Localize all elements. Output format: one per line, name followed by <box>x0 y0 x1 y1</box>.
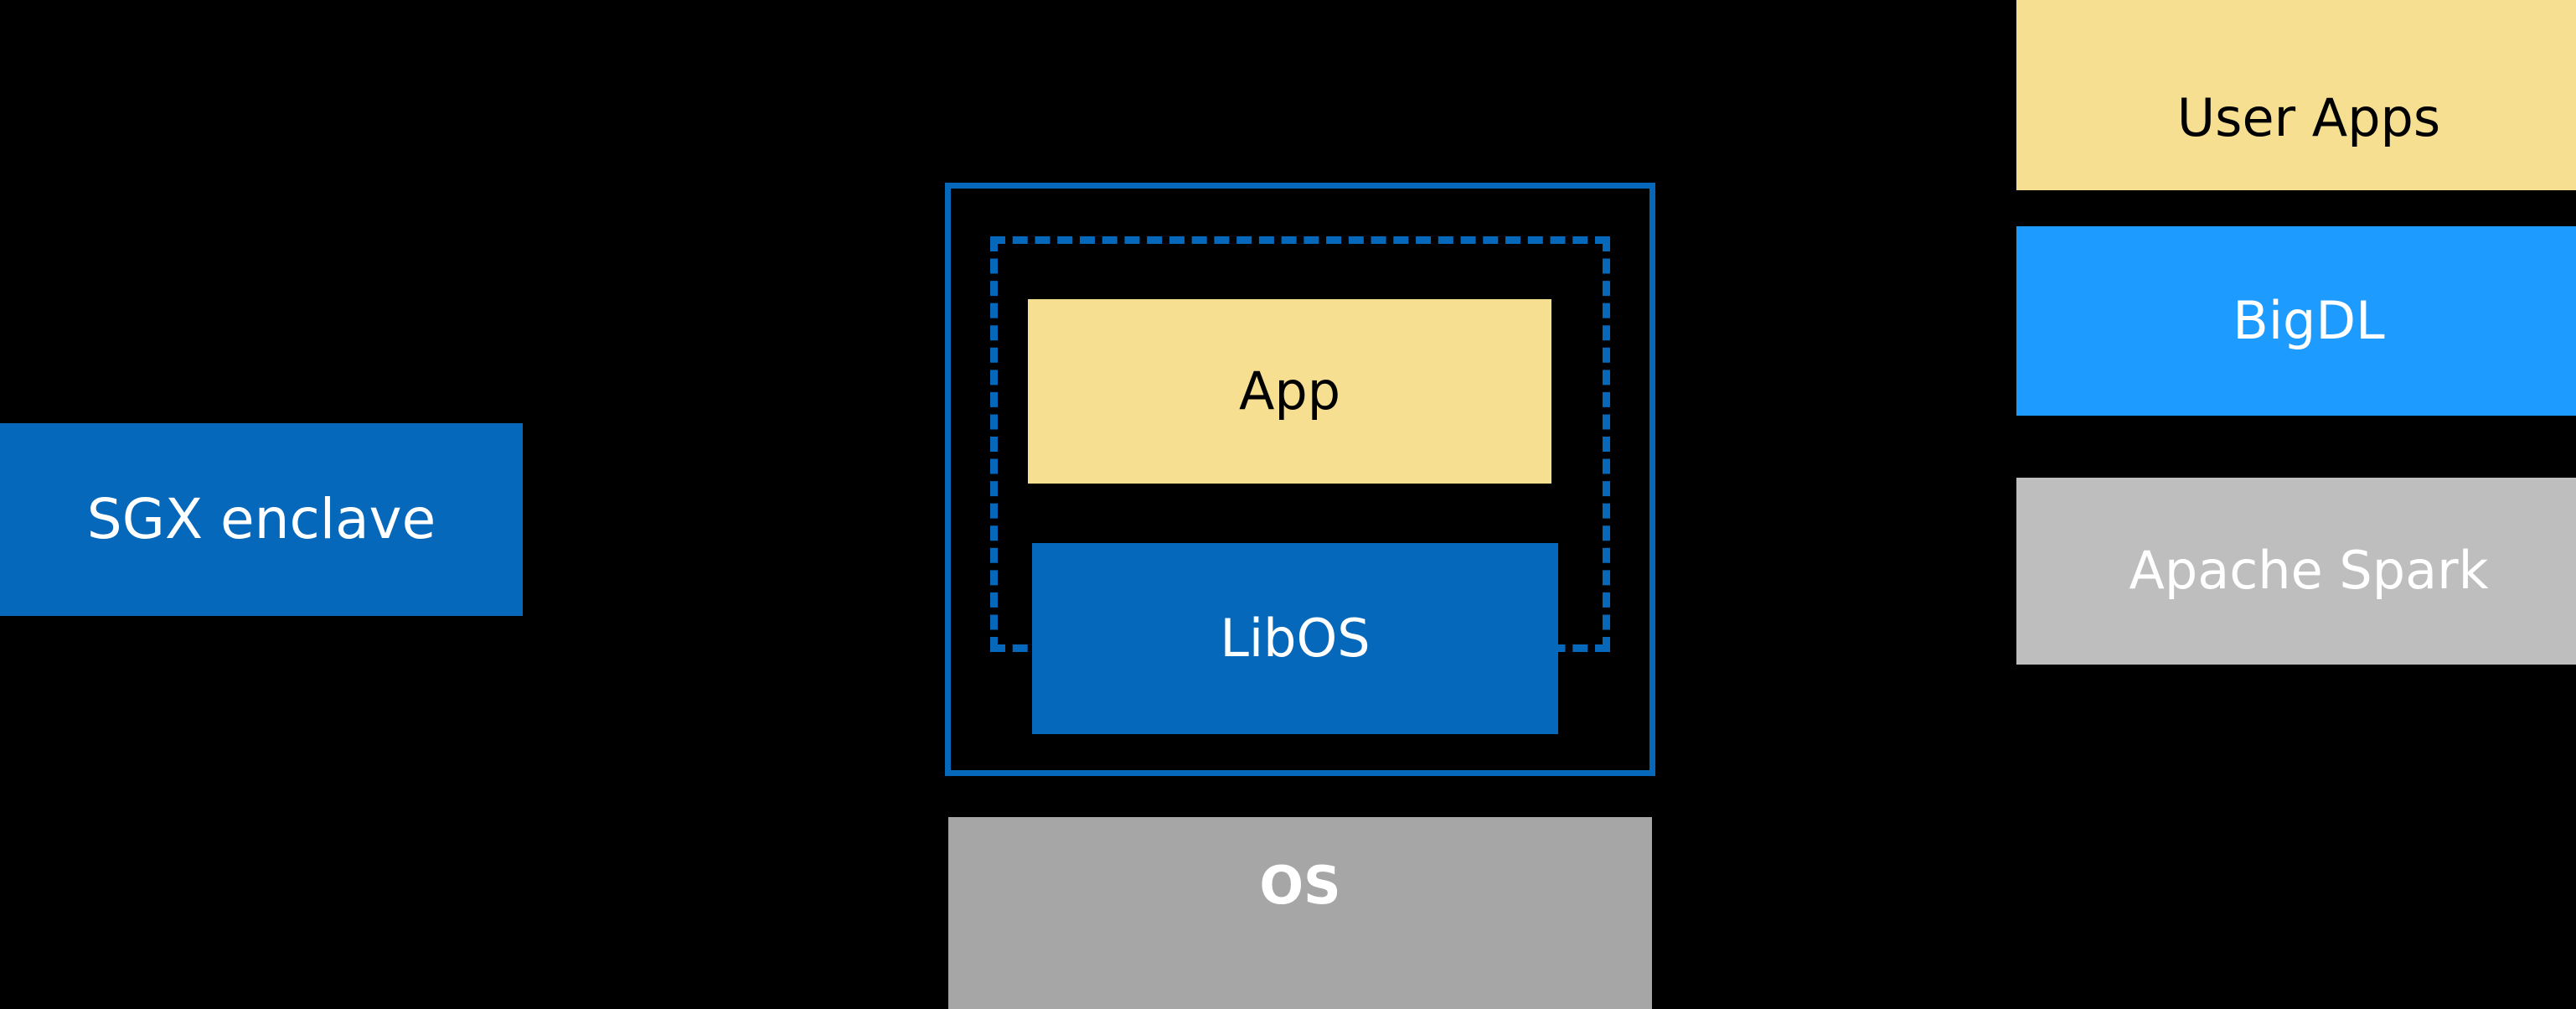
sgx-enclave-box: SGX enclave <box>0 423 523 616</box>
os-box: OS <box>948 817 1652 1009</box>
app-box: App <box>1028 299 1551 484</box>
apache-spark-box: Apache Spark <box>2016 478 2576 665</box>
libos-label: LibOS <box>1220 607 1371 669</box>
apache-spark-label: Apache Spark <box>2129 540 2489 602</box>
bigdl-label: BigDL <box>2233 289 2385 351</box>
connector-app-branch-down <box>1651 389 2017 573</box>
app-label: App <box>1238 360 1341 422</box>
libos-box: LibOS <box>1032 543 1558 734</box>
bigdl-box: BigDL <box>2016 226 2576 416</box>
user-apps-box: User Apps <box>2016 0 2576 190</box>
sgx-enclave-label: SGX enclave <box>86 486 436 551</box>
enclave-outer-frame <box>945 183 1655 776</box>
os-label: OS <box>1259 855 1341 916</box>
user-apps-label: User Apps <box>2176 86 2441 148</box>
connector-app-branch-up <box>1652 98 2018 392</box>
